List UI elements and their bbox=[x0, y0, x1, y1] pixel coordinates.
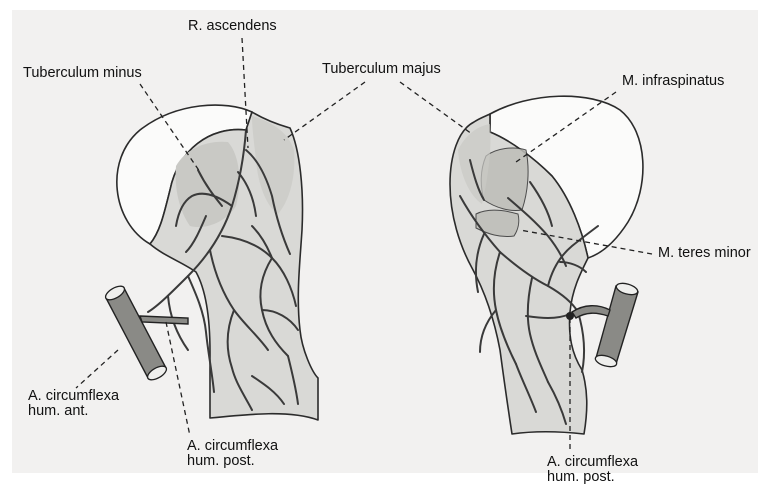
label-m-infraspinatus: M. infraspinatus bbox=[622, 74, 724, 89]
label-tuberculum-majus: Tuberculum majus bbox=[322, 62, 441, 77]
leader-a-circ-ant bbox=[76, 350, 118, 388]
label-a-circumflexa-hum-ant: A. circumflexa hum. ant. bbox=[28, 389, 119, 419]
artery-circumflexa-posterior-right bbox=[566, 281, 639, 369]
humerus-posterior-view bbox=[450, 96, 643, 434]
leader-a-circ-post-left bbox=[166, 322, 190, 436]
label-m-teres-minor: M. teres minor bbox=[658, 246, 751, 261]
label-r-ascendens: R. ascendens bbox=[188, 19, 277, 34]
humerus-anterior-view bbox=[103, 105, 318, 420]
leader-tuberculum-majus-left bbox=[284, 82, 365, 140]
label-tuberculum-minus: Tuberculum minus bbox=[23, 66, 142, 81]
label-a-circumflexa-hum-post-left: A. circumflexa hum. post. bbox=[187, 439, 278, 469]
leader-tuberculum-majus-right bbox=[400, 82, 472, 134]
label-a-circumflexa-hum-post-right: A. circumflexa hum. post. bbox=[547, 455, 638, 485]
